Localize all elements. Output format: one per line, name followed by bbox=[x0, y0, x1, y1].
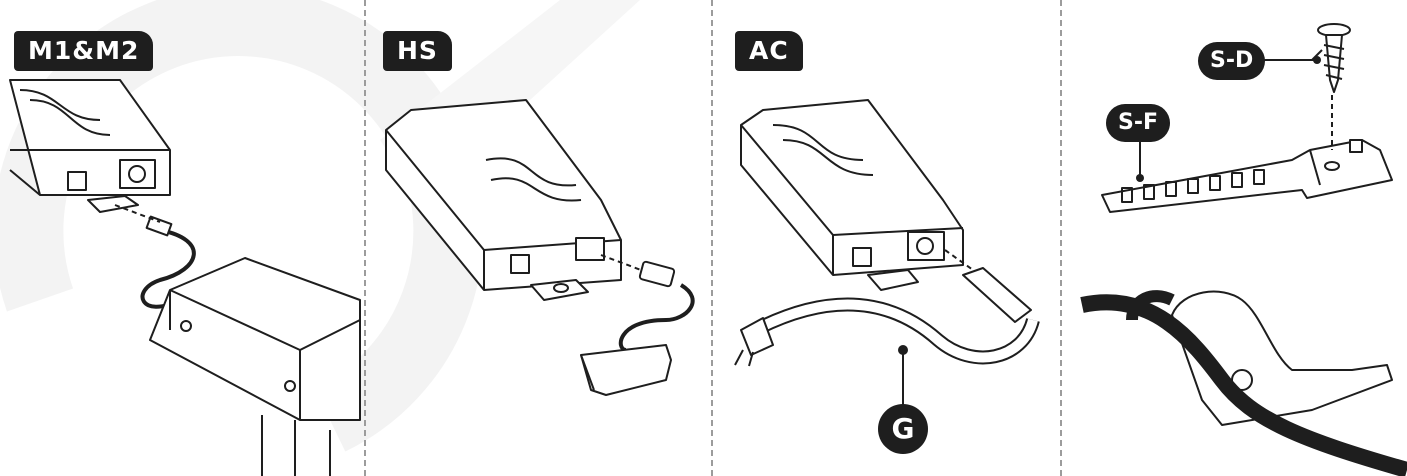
panel-divider-1 bbox=[364, 0, 366, 476]
screw-icon bbox=[1317, 23, 1351, 93]
panel-tag-hs: HS bbox=[383, 31, 452, 71]
cable-strap-icon bbox=[1080, 23, 1407, 476]
panel-divider-3 bbox=[1060, 0, 1062, 476]
panel-cable-strap: S-D S-F bbox=[1062, 0, 1407, 476]
handset-icon bbox=[385, 99, 695, 396]
panel-hs: HS bbox=[366, 0, 709, 476]
panel-ac: AC G bbox=[713, 0, 1058, 476]
panel-tag-m1-m2: M1&M2 bbox=[14, 31, 154, 71]
callout-s-d: S-D bbox=[1198, 42, 1266, 80]
panel-divider-2 bbox=[711, 0, 713, 476]
panel-tag-ac: AC bbox=[735, 31, 803, 71]
desk-leg-icon bbox=[9, 79, 361, 476]
power-plug-icon bbox=[734, 99, 1040, 405]
callout-g: G bbox=[878, 404, 928, 454]
panel-m1-m2: M1&M2 bbox=[0, 0, 362, 476]
callout-s-f: S-F bbox=[1106, 104, 1171, 142]
